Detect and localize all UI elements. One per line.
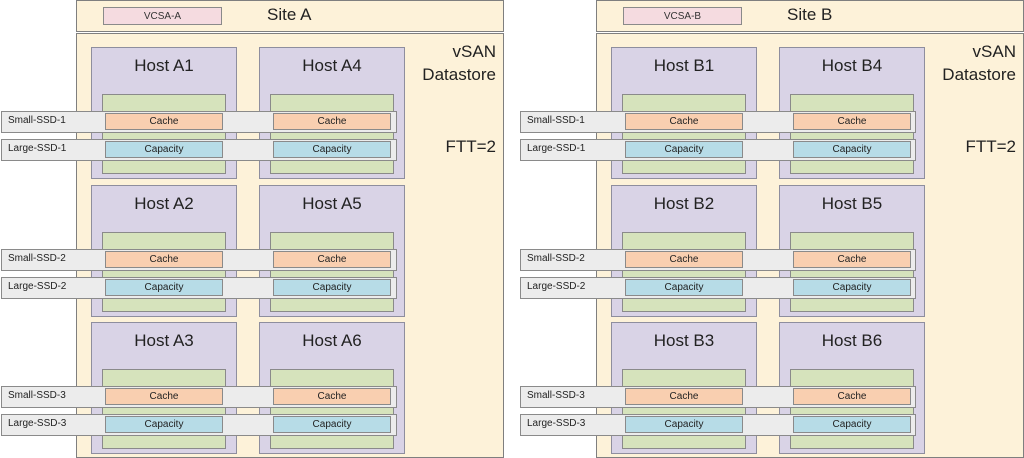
disk-group [270, 94, 394, 174]
capacity-device: Capacity [273, 141, 391, 158]
disk-group [790, 369, 914, 449]
disk-group [622, 94, 746, 174]
cache-device: Cache [273, 113, 391, 130]
capacity-device: Capacity [273, 279, 391, 296]
host-name: Host B4 [821, 56, 883, 75]
ftt-label: FTT=2 [445, 137, 496, 156]
capacity-device: Capacity [625, 279, 743, 296]
host-name: Host A2 [134, 194, 194, 213]
capacity-device: Capacity [793, 279, 911, 296]
disk-group [102, 232, 226, 312]
cache-device: Cache [793, 251, 911, 268]
large-ssd-label: Large-SSD-3 [8, 418, 67, 429]
cache-device: Cache [105, 251, 223, 268]
host-name: Host A3 [134, 331, 194, 350]
small-ssd-label: Small-SSD-2 [8, 253, 66, 264]
vsan-label-line1: vSAN [452, 42, 496, 61]
capacity-device: Capacity [625, 141, 743, 158]
cache-device: Cache [793, 113, 911, 130]
cache-device: Cache [273, 251, 391, 268]
disk-group [102, 369, 226, 449]
vsan-label-line2: Datastore [942, 65, 1016, 84]
capacity-device: Capacity [105, 416, 223, 433]
host-name: Host A4 [302, 56, 362, 75]
capacity-device: Capacity [105, 279, 223, 296]
disk-group [270, 369, 394, 449]
capacity-device: Capacity [793, 416, 911, 433]
disk-group [790, 94, 914, 174]
large-ssd-label: Large-SSD-2 [8, 281, 67, 292]
disk-group [622, 369, 746, 449]
site-label: Site B [787, 5, 833, 24]
disk-group [790, 232, 914, 312]
cache-device: Cache [625, 388, 743, 405]
host-name: Host B6 [821, 331, 883, 350]
vcsa-box: VCSA-A [103, 7, 222, 25]
capacity-device: Capacity [105, 141, 223, 158]
vsan-label-line1: vSAN [972, 42, 1016, 61]
host-name: Host A6 [302, 331, 362, 350]
cache-device: Cache [273, 388, 391, 405]
host-name: Host B3 [653, 331, 715, 350]
cache-device: Cache [105, 388, 223, 405]
capacity-device: Capacity [273, 416, 391, 433]
disk-group [102, 94, 226, 174]
small-ssd-label: Small-SSD-1 [8, 115, 66, 126]
vcsa-box: VCSA-B [623, 7, 742, 25]
small-ssd-label: Small-SSD-3 [8, 390, 66, 401]
small-ssd-label: Small-SSD-3 [527, 390, 585, 401]
host-name: Host B1 [653, 56, 715, 75]
host-name: Host A1 [134, 56, 194, 75]
ftt-label: FTT=2 [965, 137, 1016, 156]
large-ssd-label: Large-SSD-1 [527, 143, 586, 154]
host-name: Host B2 [653, 194, 715, 213]
disk-group [270, 232, 394, 312]
cache-device: Cache [793, 388, 911, 405]
disk-group [622, 232, 746, 312]
site-label: Site A [267, 5, 312, 24]
host-name: Host A5 [302, 194, 362, 213]
small-ssd-label: Small-SSD-2 [527, 253, 585, 264]
capacity-device: Capacity [625, 416, 743, 433]
cache-device: Cache [625, 251, 743, 268]
capacity-device: Capacity [793, 141, 911, 158]
cache-device: Cache [625, 113, 743, 130]
large-ssd-label: Large-SSD-1 [8, 143, 67, 154]
vsan-label-line2: Datastore [422, 65, 496, 84]
large-ssd-label: Large-SSD-3 [527, 418, 586, 429]
host-name: Host B5 [821, 194, 883, 213]
small-ssd-label: Small-SSD-1 [527, 115, 585, 126]
large-ssd-label: Large-SSD-2 [527, 281, 586, 292]
cache-device: Cache [105, 113, 223, 130]
